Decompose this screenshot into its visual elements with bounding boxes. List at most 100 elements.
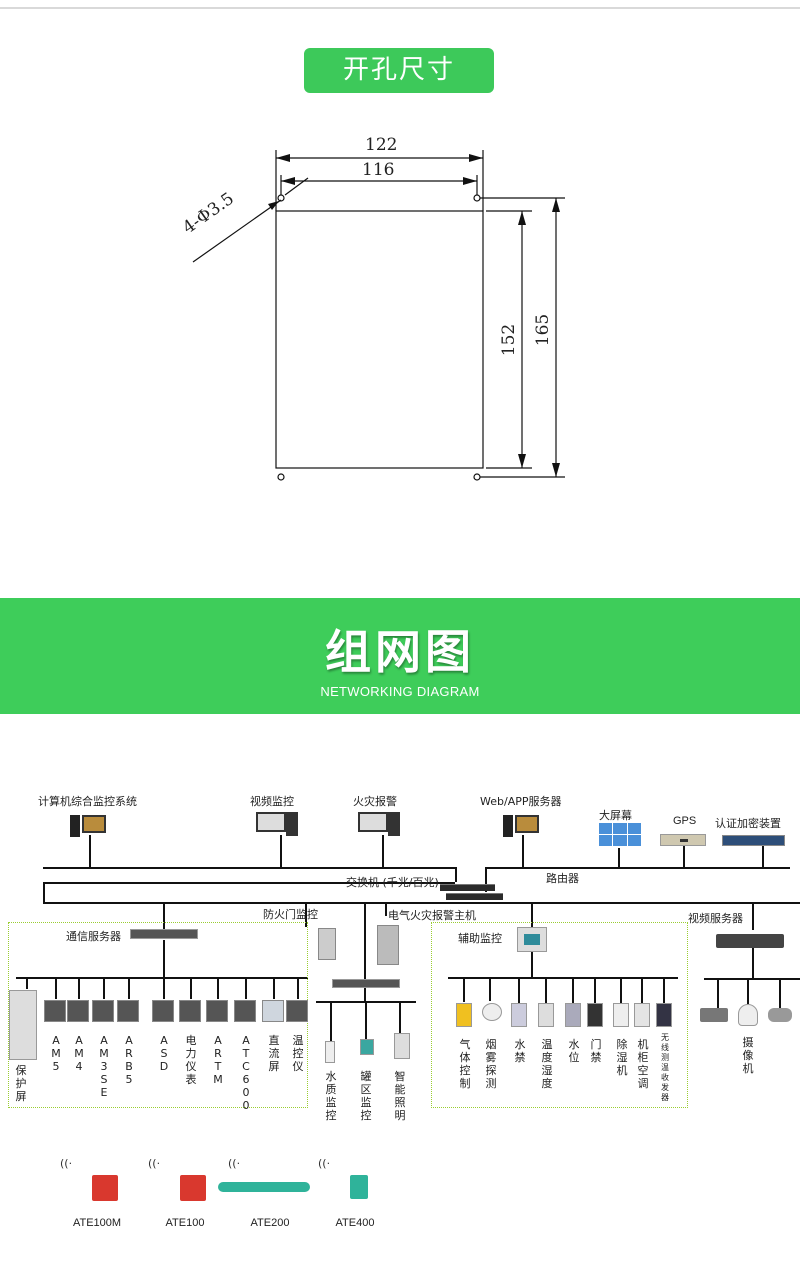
aux-device-label: 水禁 [514, 1038, 526, 1064]
aux-device-label: 气体控制 [459, 1038, 471, 1090]
comm-device-label: ARTM [213, 1034, 223, 1086]
middle-server-icon [332, 979, 400, 988]
wireless-signal-icon: ((· [318, 1157, 331, 1170]
cutout-rectangle [275, 210, 484, 469]
aux-device-icon [587, 1003, 603, 1027]
aux-device-label: 烟雾探测 [485, 1038, 497, 1090]
computer-icon [503, 815, 543, 837]
aux-device-icon [613, 1003, 629, 1027]
comm-device-label: 保护屏 [15, 1064, 27, 1103]
wireless-signal-icon: ((· [228, 1157, 241, 1170]
wireless-sensor-icon [350, 1175, 368, 1199]
aux-group-box [431, 922, 688, 1108]
comm-server-label: 通信服务器 [66, 930, 121, 943]
comm-device-icon [179, 1000, 201, 1022]
aux-monitor-label: 辅助监控 [458, 932, 502, 945]
wireless-sensor-label: ATE200 [250, 1217, 290, 1229]
video-wall-icon [599, 823, 641, 846]
elec-fire-label: 电气火灾报警主机 [388, 909, 476, 922]
comm-device-label: AM5 [51, 1034, 61, 1073]
wireless-sensor-label: ATE100M [72, 1217, 122, 1229]
computer-icon [256, 812, 298, 836]
fire-door-label: 防火门监控 [263, 908, 318, 921]
aux-device-icon [656, 1003, 672, 1027]
aux-device-label: 机柜空调 [637, 1038, 649, 1090]
aux-device-label: 温度湿度 [541, 1038, 553, 1090]
comm-device-label: 电力仪表 [185, 1034, 197, 1086]
computer-icon [70, 815, 110, 837]
comm-server-icon [130, 929, 198, 939]
comm-device-label: ASD [159, 1034, 169, 1073]
comm-device-icon [67, 1000, 89, 1022]
top-device-label: Web/APP服务器 [480, 795, 562, 808]
top-device-label: 火灾报警 [353, 795, 397, 808]
networking-title: 组网图 [325, 625, 475, 679]
mounting-hole [473, 473, 481, 481]
wireless-signal-icon: ((· [60, 1157, 73, 1170]
aux-device-icon [565, 1003, 581, 1027]
comm-device-label: ATC600 [242, 1034, 250, 1112]
aux-monitor-icon [517, 927, 547, 952]
comm-device-icon [234, 1000, 256, 1022]
dim-width-inner: 116 [362, 160, 395, 180]
computer-icon [358, 812, 400, 836]
comm-device-label: AM3SE [99, 1034, 109, 1099]
dim-height-inner: 152 [499, 323, 520, 357]
aux-device-icon [634, 1003, 650, 1027]
comm-device-icon [152, 1000, 174, 1022]
aux-device-label: 门禁 [590, 1038, 602, 1064]
top-device-label: 计算机综合监控系统 [38, 795, 137, 808]
aux-device-icon [538, 1003, 554, 1027]
aux-device-label: 水位 [568, 1038, 580, 1064]
comm-device-icon [286, 1000, 308, 1022]
networking-subtitle: NETWORKING DIAGRAM [320, 684, 480, 699]
top-divider [0, 7, 800, 9]
middle-device-icon [394, 1033, 410, 1059]
comm-device-icon [206, 1000, 228, 1022]
camera-icon [700, 1008, 728, 1022]
comm-device-icon [44, 1000, 66, 1022]
comm-device-label: AM4 [74, 1034, 84, 1073]
middle-device-label: 罐区监控 [360, 1070, 372, 1122]
camera-icon [768, 1008, 792, 1022]
switch-label: 交换机 (千兆/百兆) [346, 876, 439, 889]
middle-device-label: 智能照明 [394, 1070, 406, 1122]
networking-banner: 组网图 NETWORKING DIAGRAM [0, 598, 800, 714]
router-label: 路由器 [546, 872, 579, 885]
camera-label: 摄像机 [742, 1036, 754, 1075]
comm-device-label: ARB5 [125, 1034, 133, 1086]
middle-device-icon [360, 1039, 374, 1055]
middle-device-label: 水质监控 [325, 1070, 337, 1122]
aux-device-label: 除湿机 [616, 1038, 628, 1077]
wireless-sensor-label: ATE400 [335, 1217, 375, 1229]
dim-width-outer: 122 [365, 135, 398, 155]
mounting-hole [473, 194, 481, 202]
wireless-sensor-icon [92, 1175, 118, 1201]
wireless-signal-icon: ((· [148, 1157, 161, 1170]
gps-box-icon [660, 834, 706, 846]
aux-device-icon [482, 1003, 502, 1021]
cutout-dimension-drawing [192, 150, 565, 481]
top-device-label: 视频监控 [250, 795, 294, 808]
switch-icon [446, 893, 503, 900]
wireless-sensor-label: ATE100 [165, 1217, 205, 1229]
top-device-label: GPS [673, 815, 697, 827]
aux-device-icon [511, 1003, 527, 1027]
comm-device-label: 温控仪 [292, 1034, 304, 1073]
aux-device-label: 无线测温收发器 [661, 1033, 669, 1102]
mounting-hole [277, 473, 285, 481]
wireless-sensor-icon [218, 1182, 310, 1192]
top-device-label: 大屏幕 [599, 809, 632, 822]
dim-height-outer: 165 [533, 313, 554, 347]
comm-device-icon [92, 1000, 114, 1022]
rack-device-icon [722, 835, 785, 846]
switch-icon [440, 884, 495, 891]
camera-icon [738, 1004, 758, 1026]
aux-device-icon [456, 1003, 472, 1027]
top-device-label: 认证加密装置 [715, 817, 781, 830]
comm-device-label: 直流屏 [268, 1034, 280, 1073]
wireless-sensor-icon [180, 1175, 206, 1201]
fire-door-terminal-icon [318, 928, 336, 960]
cutout-size-title: 开孔尺寸 [304, 48, 494, 93]
comm-device-icon [262, 1000, 284, 1022]
